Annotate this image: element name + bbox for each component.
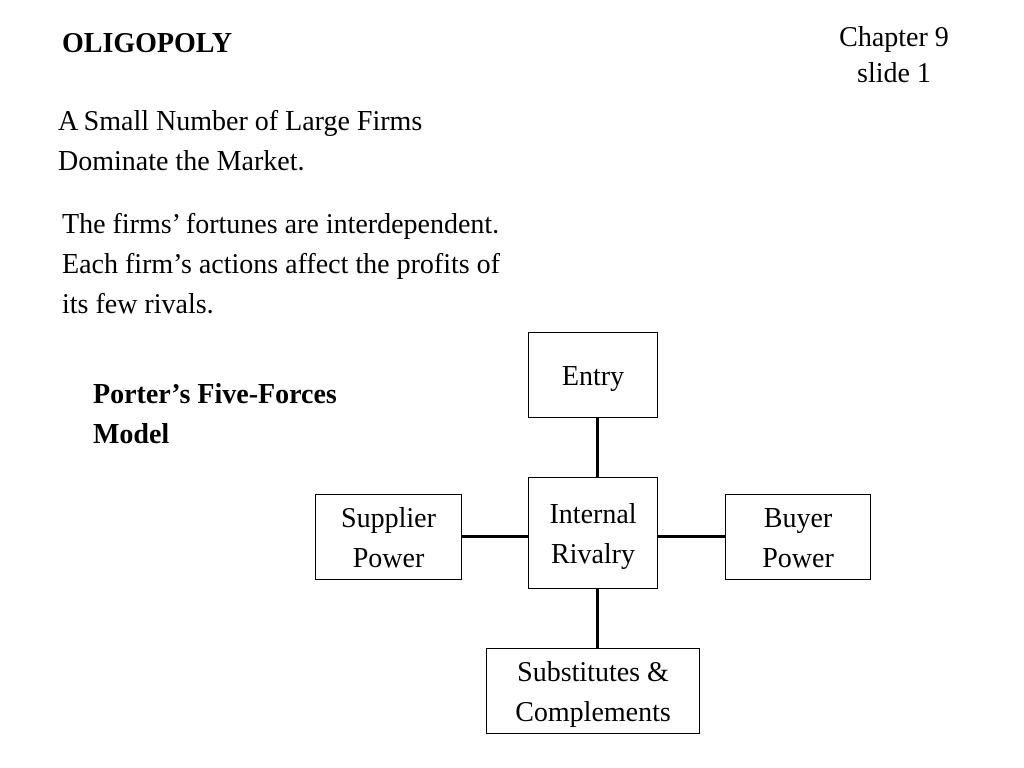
substitutes-line-2: Complements bbox=[515, 697, 671, 728]
chapter-label: Chapter 9 slide 1 bbox=[818, 20, 970, 92]
slide-number: slide 1 bbox=[857, 58, 931, 89]
intro-paragraph: A Small Number of Large Firms Dominate t… bbox=[58, 102, 422, 182]
buyer-power-line-2: Power bbox=[762, 543, 834, 574]
interdependence-line-1: The firms’ fortunes are interdependent. bbox=[62, 209, 500, 240]
buyer-power-box: Buyer Power bbox=[725, 494, 871, 580]
slide-title: OLIGOPOLY bbox=[62, 28, 233, 59]
model-title-line-1: Porter’s Five-Forces bbox=[93, 379, 337, 410]
internal-rivalry-box: Internal Rivalry bbox=[528, 477, 658, 589]
connector-rivalry-substitutes bbox=[596, 589, 599, 648]
intro-line-2: Dominate the Market. bbox=[58, 146, 305, 177]
entry-label: Entry bbox=[561, 361, 625, 392]
substitutes-complements-box: Substitutes & Complements bbox=[486, 648, 700, 734]
connector-rivalry-buyer bbox=[658, 535, 725, 538]
interdependence-line-3: its few rivals. bbox=[62, 289, 214, 320]
model-title: Porter’s Five-Forces Model bbox=[93, 375, 337, 455]
internal-rivalry-line-2: Rivalry bbox=[551, 539, 635, 570]
intro-line-1: A Small Number of Large Firms bbox=[58, 106, 423, 137]
connector-supplier-rivalry bbox=[462, 535, 528, 538]
model-title-line-2: Model bbox=[93, 419, 170, 450]
interdependence-paragraph: The firms’ fortunes are interdependent. … bbox=[62, 205, 500, 325]
supplier-power-line-2: Power bbox=[352, 543, 425, 574]
connector-entry-rivalry bbox=[596, 418, 599, 477]
entry-box: Entry bbox=[528, 332, 658, 418]
supplier-power-line-1: Supplier bbox=[341, 503, 436, 534]
interdependence-line-2: Each firm’s actions affect the profits o… bbox=[62, 249, 500, 280]
substitutes-line-1: Substitutes & bbox=[517, 657, 669, 688]
supplier-power-box: Supplier Power bbox=[315, 494, 462, 580]
buyer-power-line-1: Buyer bbox=[763, 503, 833, 534]
internal-rivalry-line-1: Internal bbox=[549, 499, 637, 530]
chapter-number: Chapter 9 bbox=[839, 22, 949, 53]
